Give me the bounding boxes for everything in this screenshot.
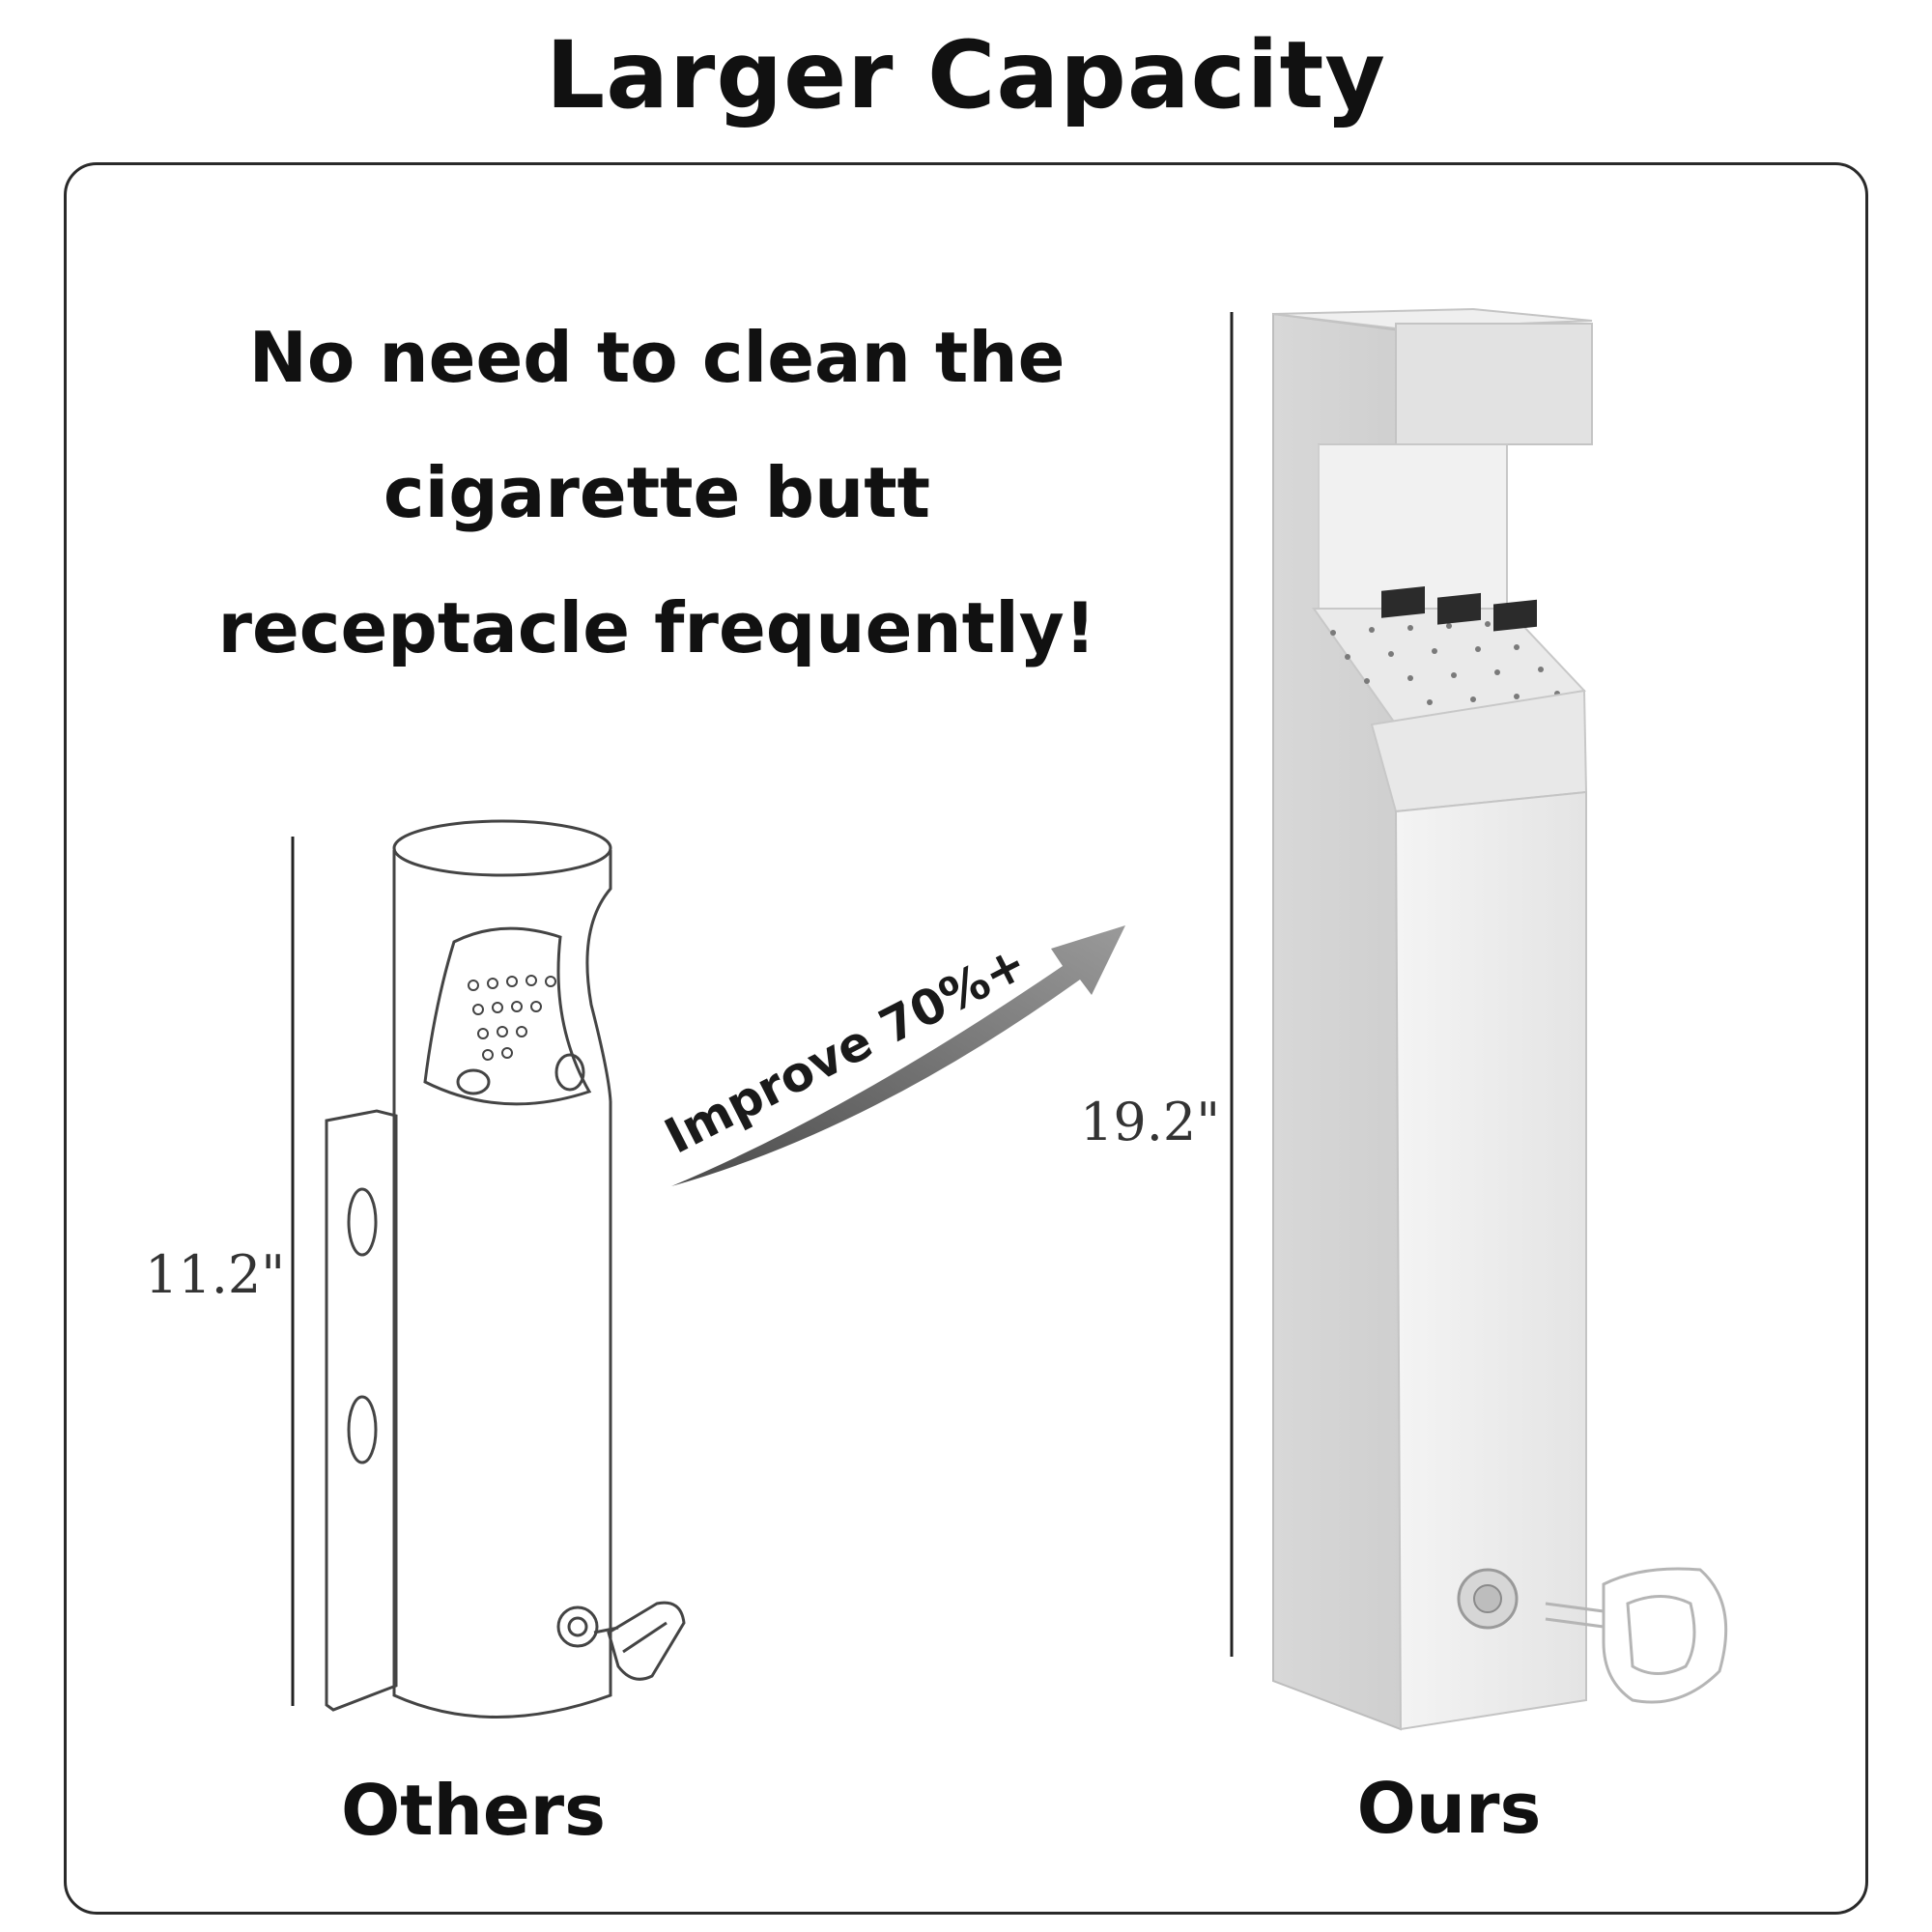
others-caption: Others xyxy=(340,1770,607,1851)
improve-arrow: Improve 70%+ xyxy=(656,925,1125,1186)
others-key xyxy=(607,1601,686,1681)
ours-height-label: 19.2" xyxy=(1080,1092,1221,1152)
headline-line-2: cigarette butt xyxy=(383,452,931,533)
others-height-label: 11.2" xyxy=(145,1244,286,1305)
page-title: Larger Capacity xyxy=(546,21,1386,129)
headline-line-1: No need to clean the xyxy=(248,317,1065,398)
ours-product xyxy=(1230,307,1728,1731)
others-cylinder xyxy=(392,850,612,1719)
ours-caption: Ours xyxy=(1356,1768,1542,1849)
ours-key xyxy=(1545,1567,1728,1704)
headline-line-3: receptacle frequently! xyxy=(217,587,1096,668)
others-product xyxy=(291,819,686,1719)
headline: No need to clean the cigarette butt rece… xyxy=(145,290,1169,696)
arrow-label: Improve 70%+ xyxy=(656,934,1036,1164)
others-bracket xyxy=(325,1109,398,1712)
